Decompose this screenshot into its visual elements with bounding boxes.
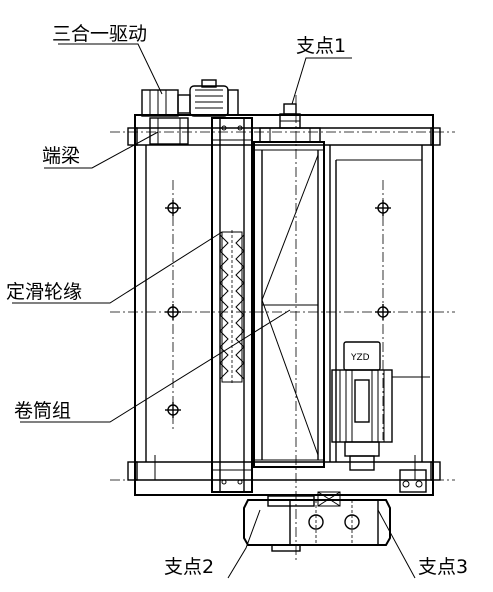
label-support-1: 支点1: [296, 35, 346, 57]
center-lines: [110, 95, 455, 560]
fixed-pulley-group: [211, 117, 253, 493]
label-end-beam: 端梁: [42, 145, 80, 167]
leader-lines: [12, 43, 416, 579]
motor-plate-text: YZD: [350, 353, 370, 363]
bolt-symbol-left-bottom: [165, 402, 181, 418]
label-fixed-pulley: 定滑轮缘: [6, 281, 82, 303]
bolt-symbol-left-top: [165, 200, 181, 216]
support-1-bearing: [259, 103, 321, 143]
label-drum-group: 卷筒组: [14, 400, 71, 422]
bolt-symbol-left-mid: [165, 304, 181, 320]
right-coupling: [399, 469, 427, 493]
label-support-3: 支点3: [418, 556, 468, 578]
three-in-one-drive: [141, 79, 239, 117]
hoist-motor: YZD: [331, 341, 430, 471]
end-beam: [149, 117, 189, 145]
sheave-pattern: [219, 230, 245, 385]
right-panel: [329, 145, 422, 462]
frame-bolt-symbols: [165, 200, 391, 418]
gearbox: [243, 491, 391, 552]
bolt-symbol-right-top: [375, 200, 391, 216]
drum-group: [253, 141, 325, 468]
label-support-2: 支点2: [164, 556, 214, 578]
bolt-symbol-right-mid: [375, 304, 391, 320]
label-drive: 三合一驱动: [52, 23, 147, 45]
